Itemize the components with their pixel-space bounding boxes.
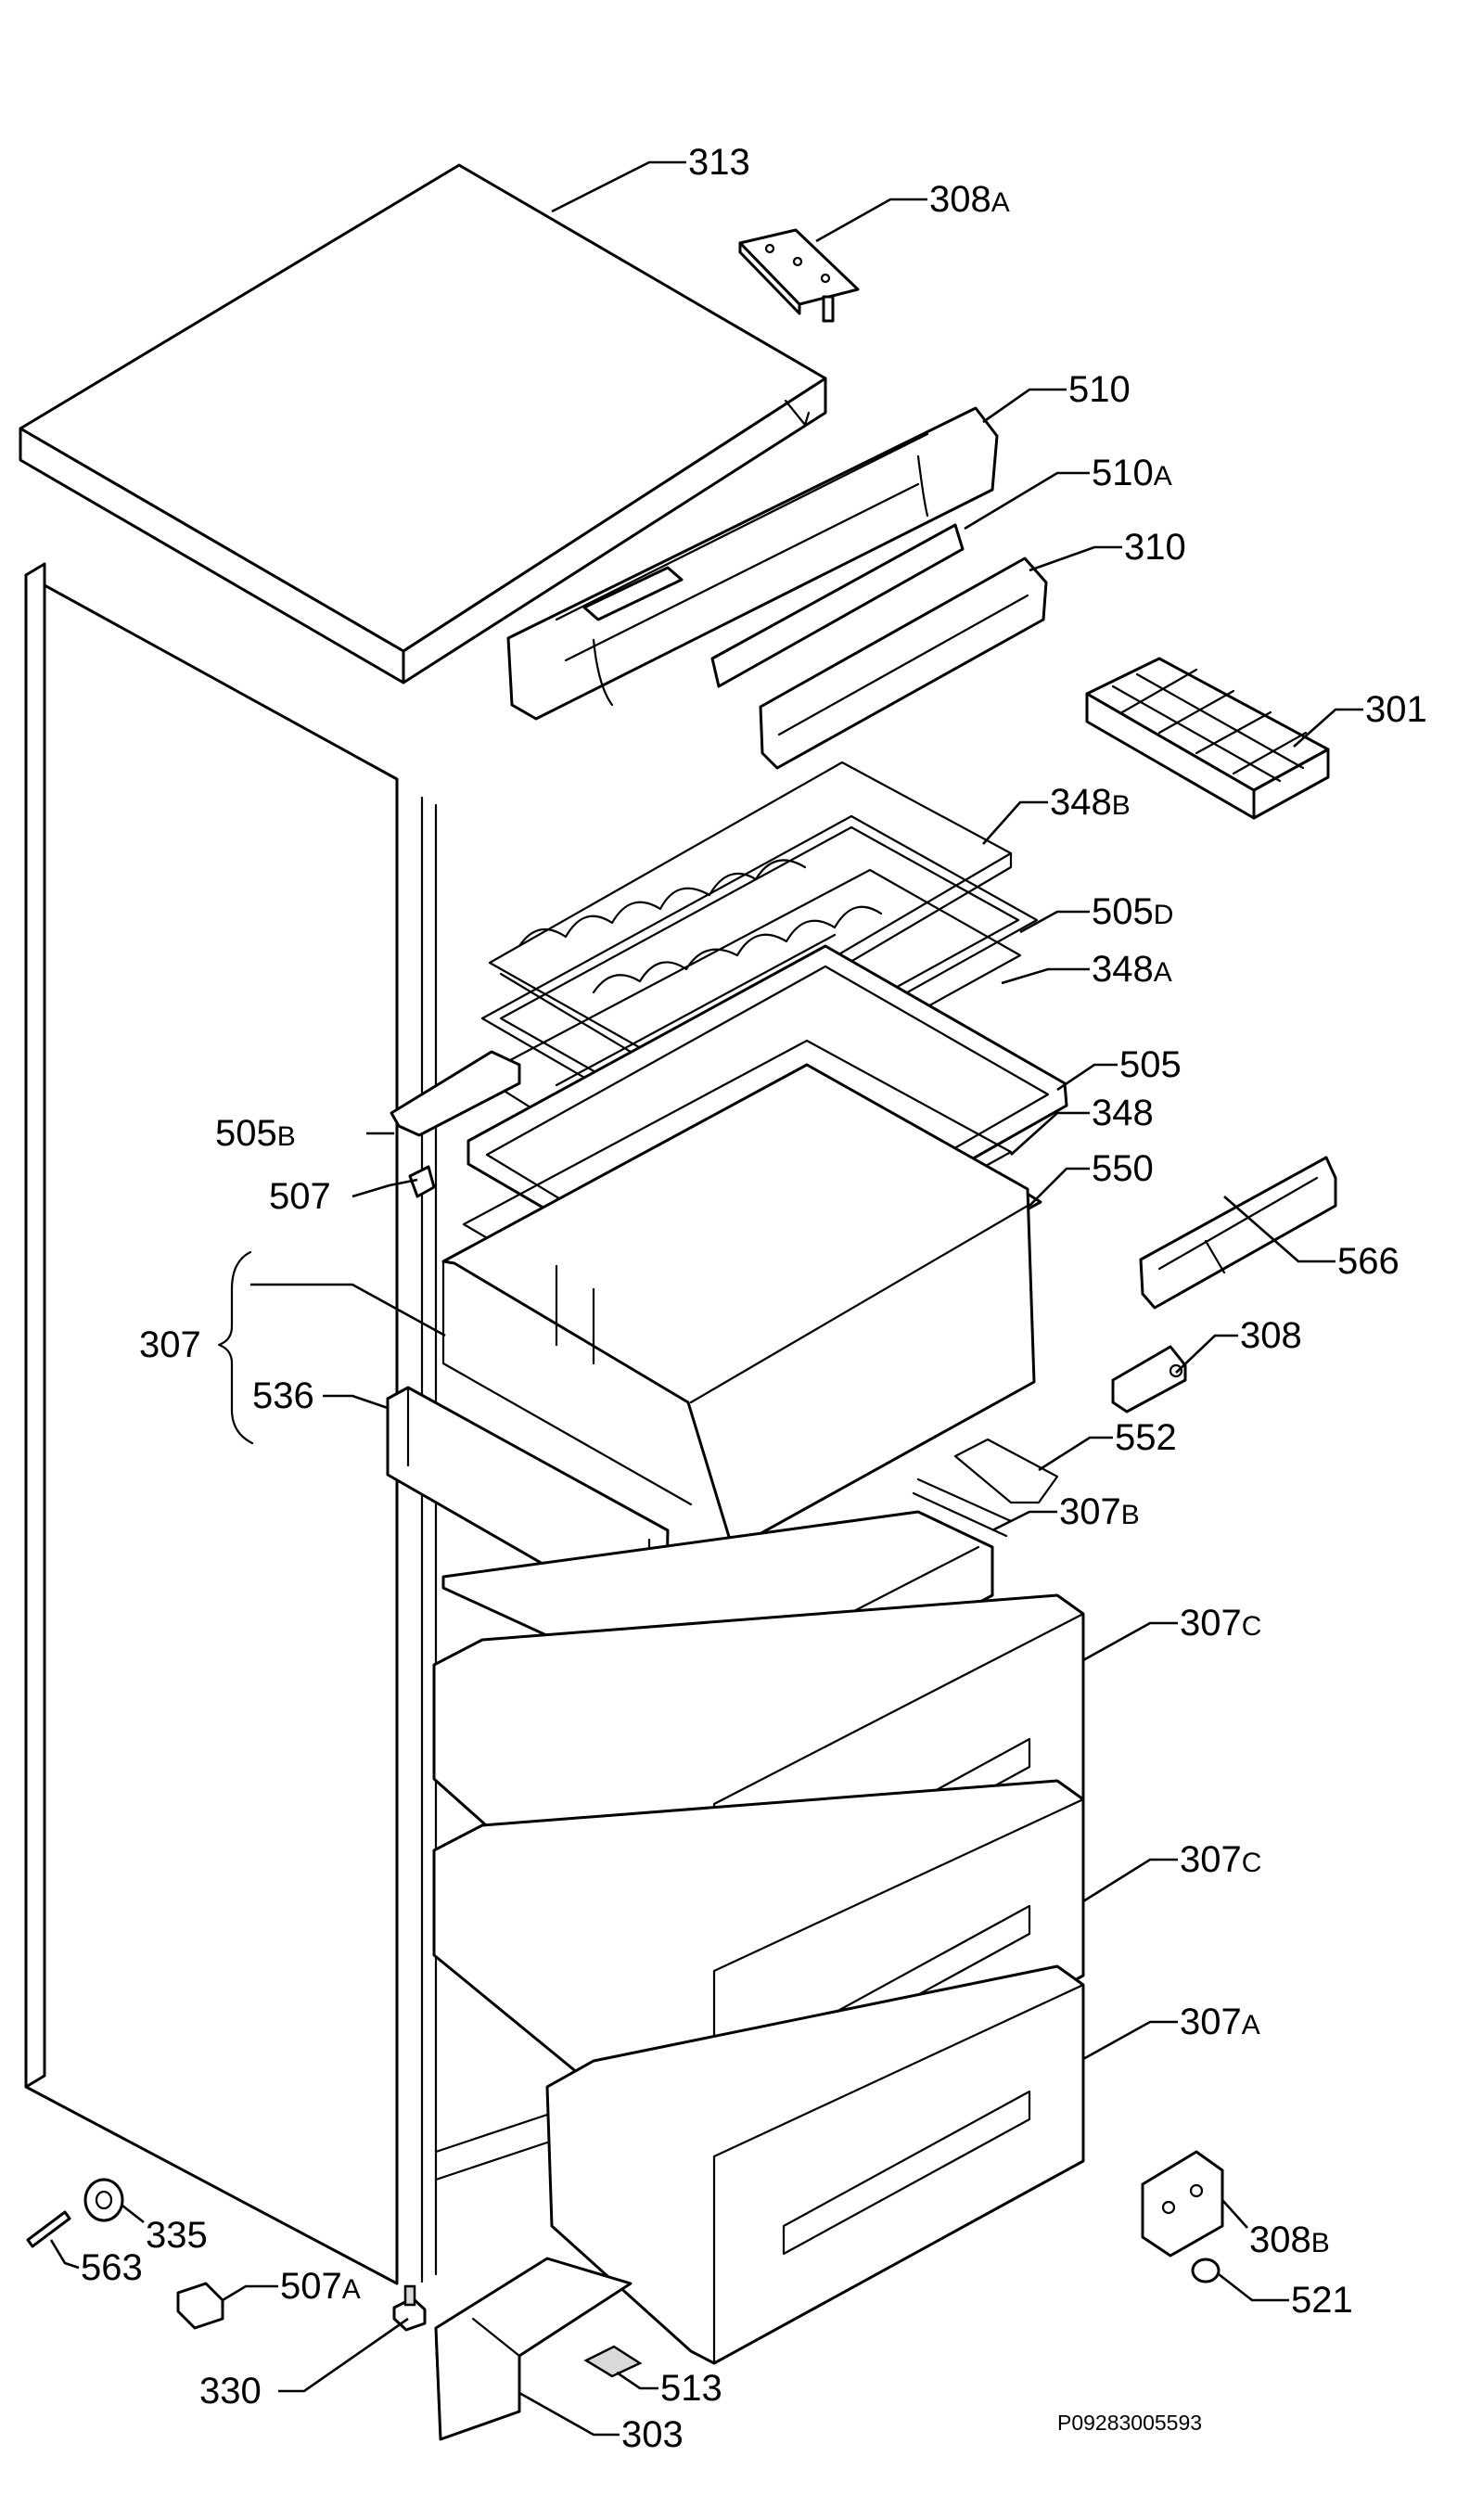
freezer-drawer-307 bbox=[441, 1063, 1036, 1551]
callout-510: 510 bbox=[1068, 369, 1131, 410]
callout-307a: 307A bbox=[1180, 2002, 1260, 2042]
screw-521 bbox=[1191, 2258, 1221, 2283]
spacer-335 bbox=[83, 2178, 124, 2222]
side-bracket-566 bbox=[1139, 1156, 1337, 1310]
clip-507 bbox=[408, 1165, 436, 1198]
callout-308: 308 bbox=[1240, 1315, 1302, 1356]
top-hinge-308a bbox=[738, 228, 860, 323]
control-panel-510 bbox=[506, 406, 999, 721]
callout-348a: 348A bbox=[1092, 949, 1172, 990]
callout-348b: 348B bbox=[1050, 782, 1131, 823]
callout-507: 507 bbox=[269, 1176, 331, 1217]
ice-tray-301 bbox=[1085, 657, 1330, 820]
callout-507a: 507A bbox=[280, 2266, 361, 2307]
top-cover-313 bbox=[19, 163, 827, 684]
callout-307c-2: 307C bbox=[1180, 1839, 1261, 1880]
panel-cover-310 bbox=[759, 556, 1048, 770]
freezer-drawer-307a-bottom bbox=[545, 1964, 1085, 2365]
callout-521: 521 bbox=[1291, 2280, 1353, 2321]
control-strip-510a bbox=[710, 523, 965, 688]
callout-552: 552 bbox=[1115, 1417, 1177, 1458]
clip-513 bbox=[583, 2345, 643, 2378]
leader-lines bbox=[49, 160, 1363, 2437]
callout-301: 301 bbox=[1365, 689, 1427, 730]
document-reference: P09283005593 bbox=[1057, 2411, 1202, 2435]
callout-566: 566 bbox=[1337, 1241, 1399, 1282]
callout-330: 330 bbox=[199, 2371, 262, 2411]
callout-510a: 510A bbox=[1092, 453, 1172, 493]
group-bracket-307 bbox=[217, 1250, 254, 1445]
pin-563 bbox=[26, 2210, 71, 2248]
callout-307: 307 bbox=[139, 1324, 201, 1365]
callout-335: 335 bbox=[146, 2215, 208, 2256]
callout-310: 310 bbox=[1124, 527, 1186, 568]
callout-505: 505 bbox=[1119, 1044, 1182, 1085]
callout-563: 563 bbox=[81, 2247, 143, 2288]
callout-307b: 307B bbox=[1059, 1491, 1140, 1532]
callout-308a: 308A bbox=[929, 179, 1010, 220]
shelf-support-505b bbox=[390, 1050, 521, 1137]
kick-plate-303 bbox=[434, 2257, 633, 2441]
callout-505d: 505D bbox=[1092, 891, 1173, 932]
hinge-308b bbox=[1141, 2150, 1224, 2258]
callout-513: 513 bbox=[660, 2368, 722, 2409]
callout-307c-1: 307C bbox=[1180, 1603, 1261, 1644]
rail-552 bbox=[912, 1438, 1059, 1538]
callout-303: 303 bbox=[621, 2414, 684, 2455]
hinge-308 bbox=[1111, 1345, 1187, 1414]
bracket-507a bbox=[176, 2282, 224, 2330]
foot-330 bbox=[392, 2284, 427, 2332]
callout-308b: 308B bbox=[1249, 2219, 1330, 2260]
callout-550: 550 bbox=[1092, 1148, 1154, 1189]
callout-505b: 505B bbox=[215, 1113, 296, 1154]
callout-labels: 313 308A 510 510A 310 301 348B 505D 348A… bbox=[81, 142, 1427, 2455]
callout-536: 536 bbox=[252, 1375, 314, 1416]
callout-313: 313 bbox=[688, 142, 750, 183]
cabinet-body bbox=[24, 562, 549, 2285]
callout-348: 348 bbox=[1092, 1093, 1154, 1133]
